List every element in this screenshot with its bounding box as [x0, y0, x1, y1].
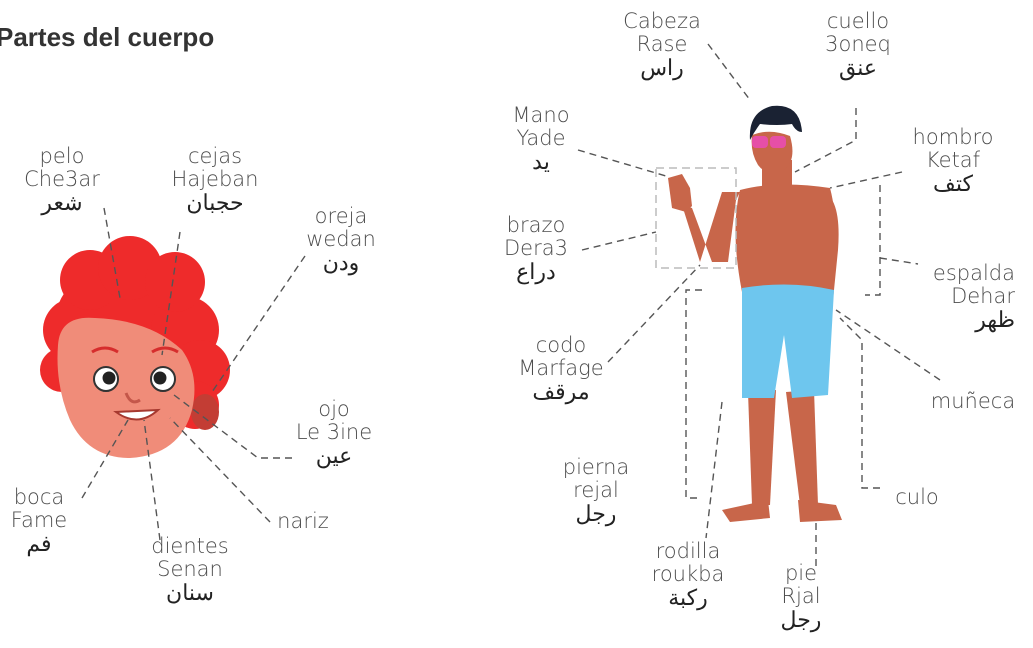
hand-box: [655, 167, 737, 269]
label-es: Cabeza: [623, 9, 701, 33]
label-arabic: يد: [532, 150, 550, 176]
eyebrow-right: [151, 346, 179, 354]
label-espalda: espalda Dehar ظهر: [905, 262, 1015, 333]
label-cabeza: Cabeza Rase راس: [612, 10, 712, 81]
label-es: cuello: [826, 9, 890, 33]
label-arabic: كتف: [933, 172, 973, 198]
mouth-shape: [113, 408, 161, 421]
label-translit: Rase: [636, 31, 688, 56]
label-es: Mano: [512, 103, 570, 127]
label-codo: codo Marfage مرقف: [506, 334, 616, 405]
label-translit: rejal: [573, 477, 619, 502]
label-es: brazo: [506, 213, 566, 237]
label-es: rodilla: [655, 539, 721, 563]
label-arabic: دراع: [516, 260, 556, 286]
ear-shape: [191, 394, 219, 430]
label-culo: culo: [882, 486, 952, 509]
label-es: oreja: [314, 204, 368, 228]
face-shape: [57, 317, 195, 458]
page-title: Partes del cuerpo: [0, 22, 215, 52]
label-es: nariz: [277, 509, 329, 533]
label-translit: roukba: [651, 561, 725, 586]
label-cejas: cejas Hajeban حجبان: [160, 145, 270, 216]
label-translit: Hajeban: [171, 166, 259, 191]
label-translit: Fame: [10, 507, 68, 532]
label-nariz: nariz: [268, 510, 338, 533]
label-es: muñeca: [930, 389, 1016, 413]
label-cuello: cuello 3oneq عنق: [810, 10, 906, 81]
label-arabic: رجل: [780, 608, 822, 634]
label-translit: Le 3ine: [295, 419, 373, 444]
label-boca: boca Fame فم: [0, 486, 78, 557]
label-arabic: شعر: [41, 191, 83, 217]
label-arabic: عنق: [838, 56, 878, 82]
nose-shape: [124, 392, 141, 404]
label-arabic: مرقف: [532, 380, 590, 406]
label-brazo: brazo Dera3 دراع: [490, 214, 582, 285]
label-es: codo: [535, 333, 587, 357]
label-pie: pie Rjal رجل: [766, 562, 836, 633]
label-muneca: muñeca: [918, 390, 1028, 413]
label-translit: Che3ar: [24, 166, 100, 191]
label-oreja: oreja wedan ودن: [295, 205, 387, 276]
label-hombro: hombro Ketaf كتف: [898, 126, 1008, 197]
label-es: cejas: [187, 144, 243, 168]
head-illustration: [40, 236, 230, 458]
label-arabic: فم: [26, 532, 52, 558]
label-es: boca: [13, 485, 65, 509]
label-arabic: ظهر: [975, 308, 1015, 334]
label-arabic: عين: [315, 444, 353, 470]
label-es: pierna: [562, 455, 630, 479]
label-arabic: رجل: [575, 502, 617, 528]
label-translit: wedan: [306, 226, 376, 251]
label-arabic: ركبة: [668, 586, 708, 612]
label-es: ojo: [318, 397, 350, 421]
label-es: culo: [895, 485, 939, 509]
label-es: dientes: [151, 534, 229, 558]
label-es: pie: [784, 561, 818, 585]
label-translit: Senan: [157, 556, 223, 581]
shorts: [742, 284, 834, 398]
body-hair: [749, 105, 802, 140]
body-skin: [668, 160, 842, 522]
label-arabic: راس: [640, 56, 684, 82]
label-pierna: pierna rejal رجل: [548, 456, 644, 527]
eyebrow-left: [91, 346, 119, 354]
label-mano: Mano Yade يد: [500, 104, 582, 175]
label-translit: Dehar: [951, 283, 1015, 308]
sunglasses: [752, 136, 768, 148]
label-arabic: سنان: [166, 581, 214, 607]
label-dientes: dientes Senan سنان: [135, 535, 245, 606]
label-rodilla: rodilla roukba ركبة: [636, 540, 740, 611]
label-pelo: pelo Che3ar شعر: [20, 145, 104, 216]
leader-lines: [81, 43, 941, 566]
label-translit: Dera3: [504, 235, 568, 260]
label-ojo: ojo Le 3ine عين: [285, 398, 383, 469]
label-translit: Yade: [516, 125, 566, 150]
label-translit: Marfage: [518, 355, 604, 380]
label-translit: Ketaf: [925, 147, 981, 172]
label-es: pelo: [39, 144, 85, 168]
label-arabic: ودن: [322, 251, 360, 277]
label-translit: Rjal: [781, 583, 821, 608]
label-arabic: حجبان: [186, 191, 244, 217]
body-illustration: [655, 105, 842, 522]
label-es: hombro: [912, 125, 994, 149]
label-es: espalda: [932, 261, 1015, 285]
label-translit: 3oneq: [825, 31, 891, 56]
